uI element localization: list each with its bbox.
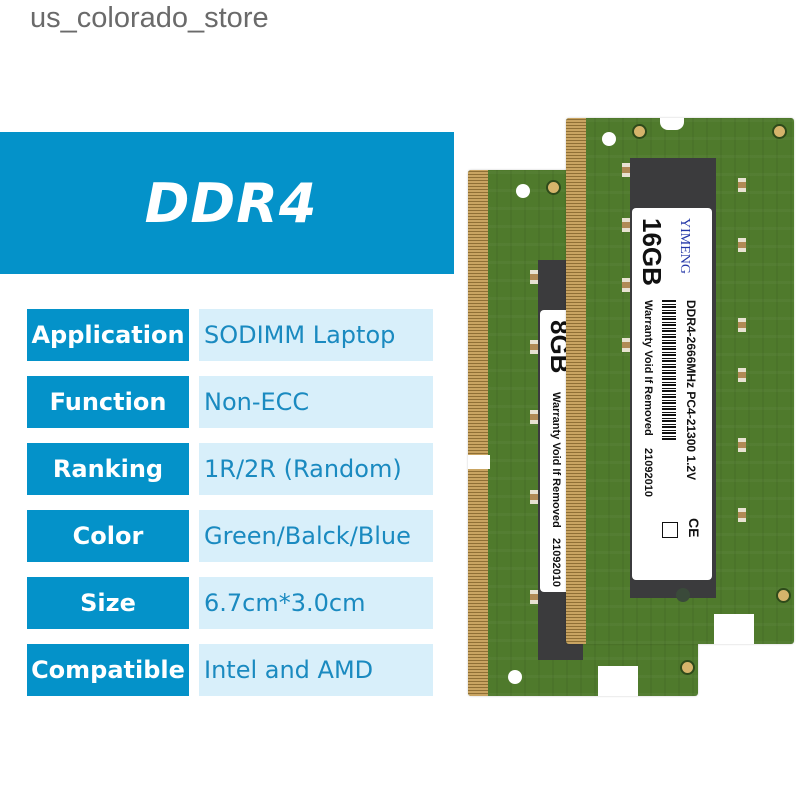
ram-module-16gb: YIMENG 16GB DDR4-2666MHz PC4-21300 1.2V … xyxy=(566,118,794,644)
smd-component xyxy=(530,270,538,284)
smd-component xyxy=(622,163,630,177)
barcode xyxy=(662,300,676,440)
date-code: 21092010 xyxy=(642,448,654,497)
spec-row-ranking: Ranking 1R/2R (Random) xyxy=(27,443,433,495)
solder-pad xyxy=(546,180,561,195)
pcb-cutout xyxy=(714,614,754,644)
pcb-cutout xyxy=(598,666,638,696)
smd-component xyxy=(622,338,630,352)
mount-hole xyxy=(602,132,616,146)
spec-row-function: Function Non-ECC xyxy=(27,376,433,428)
smd-component xyxy=(738,368,746,382)
capacity-text: 16GB xyxy=(637,218,667,286)
solder-pad xyxy=(632,124,647,139)
spec-label: Ranking xyxy=(27,443,189,495)
key-notch xyxy=(468,455,490,469)
spec-row-application: Application SODIMM Laptop xyxy=(27,309,433,361)
mount-hole xyxy=(516,184,530,198)
spec-label: Size xyxy=(27,577,189,629)
ram-product-image: 8GB Warranty Void If Removed 21092010 YI… xyxy=(462,110,800,710)
gold-contacts xyxy=(468,170,490,696)
smd-component xyxy=(738,438,746,452)
weee-icon xyxy=(662,522,678,538)
spec-row-color: Color Green/Balck/Blue xyxy=(27,510,433,562)
spec-label: Function xyxy=(27,376,189,428)
solder-pad xyxy=(772,124,787,139)
spec-value: 1R/2R (Random) xyxy=(199,443,433,495)
spec-value: Green/Balck/Blue xyxy=(199,510,433,562)
store-watermark: us_colorado_store xyxy=(30,2,269,34)
brand-logo: YIMENG xyxy=(677,218,692,274)
smd-component xyxy=(738,178,746,192)
smd-component xyxy=(738,238,746,252)
smd-component xyxy=(530,410,538,424)
gold-contacts xyxy=(566,118,586,644)
warranty-text: Warranty Void If Removed xyxy=(642,300,654,436)
spec-label: Application xyxy=(27,309,189,361)
via-pad xyxy=(676,588,690,602)
date-code: 21092010 xyxy=(550,538,562,587)
solder-pad xyxy=(776,588,791,603)
solder-pad xyxy=(680,660,695,675)
spec-value: Intel and AMD xyxy=(199,644,433,696)
banner-title: DDR4 xyxy=(144,171,318,235)
spec-text: DDR4-2666MHz PC4-21300 1.2V xyxy=(684,300,698,481)
spec-value: 6.7cm*3.0cm xyxy=(199,577,433,629)
spec-row-size: Size 6.7cm*3.0cm xyxy=(27,577,433,629)
module-label-16gb: YIMENG 16GB DDR4-2666MHz PC4-21300 1.2V … xyxy=(632,208,712,580)
smd-component xyxy=(530,590,538,604)
smd-component xyxy=(738,508,746,522)
pcb-cutout xyxy=(660,118,684,130)
spec-label: Color xyxy=(27,510,189,562)
smd-component xyxy=(530,490,538,504)
smd-component xyxy=(622,278,630,292)
spec-label: Compatible xyxy=(27,644,189,696)
spec-value: Non-ECC xyxy=(199,376,433,428)
spec-value: SODIMM Laptop xyxy=(199,309,433,361)
spec-row-compatible: Compatible Intel and AMD xyxy=(27,644,433,696)
spec-table: Application SODIMM Laptop Function Non-E… xyxy=(27,309,433,711)
mount-hole xyxy=(508,670,522,684)
smd-component xyxy=(530,340,538,354)
ce-mark: CE xyxy=(686,518,702,538)
smd-component xyxy=(738,318,746,332)
title-banner: DDR4 xyxy=(0,132,454,274)
warranty-text: Warranty Void If Removed xyxy=(550,392,562,528)
smd-component xyxy=(622,218,630,232)
